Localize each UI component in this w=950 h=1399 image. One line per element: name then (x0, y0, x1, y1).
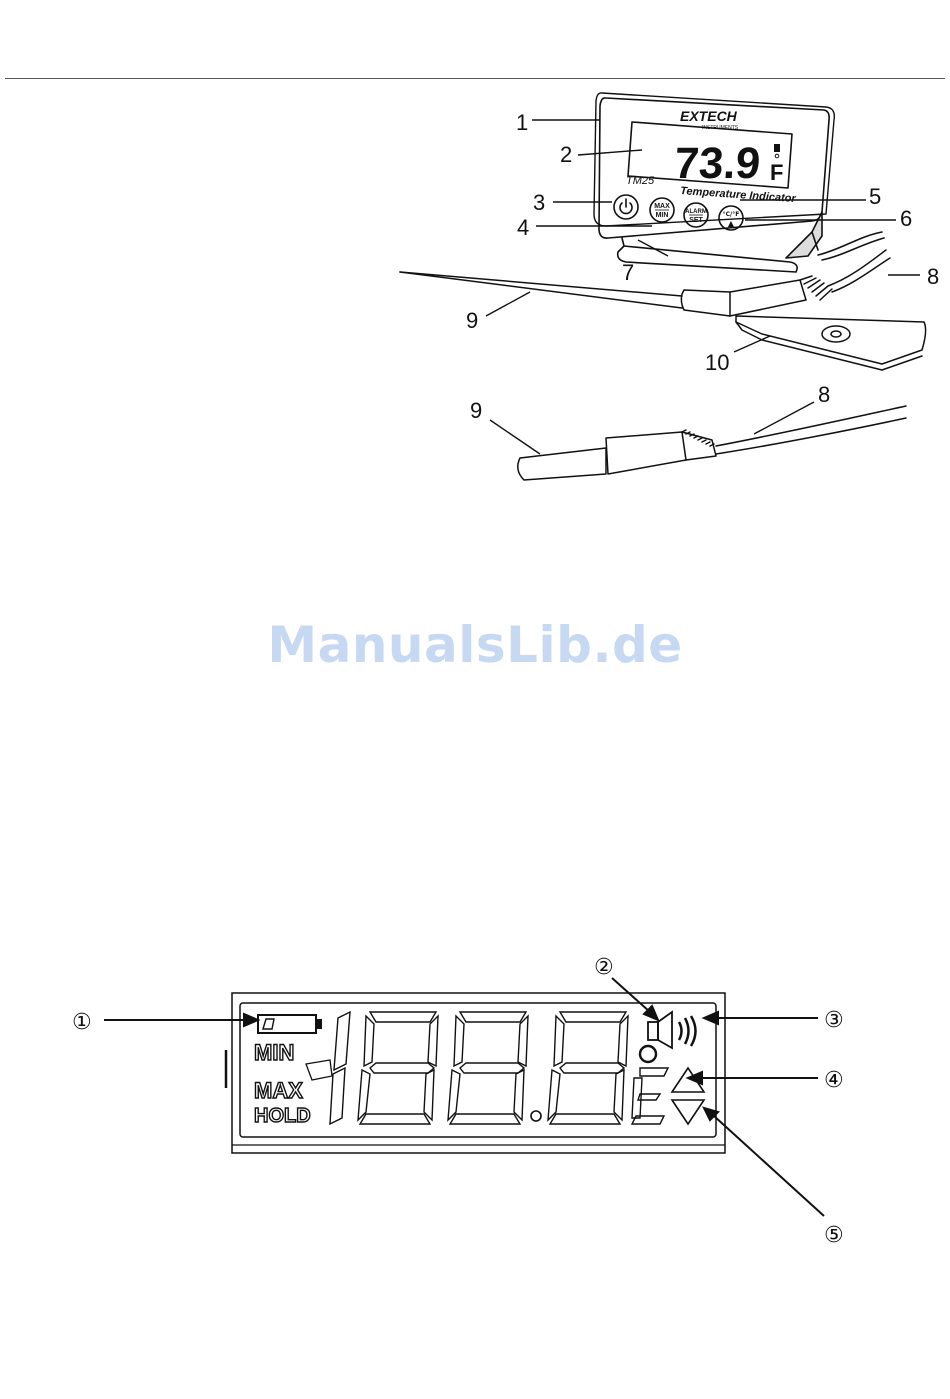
probe-shaft (400, 272, 682, 296)
callout-3: 3 (533, 190, 545, 215)
minus-segment (306, 1060, 332, 1080)
model-label: TM25 (626, 175, 655, 187)
segment (364, 1016, 374, 1066)
callout-1: 1 (516, 110, 528, 135)
seven-segment-digit-4 (548, 1012, 628, 1124)
segment (560, 1063, 624, 1073)
battery-icon (258, 1015, 321, 1033)
brand-sub: INSTRUMENTS (702, 125, 739, 131)
cable-upper (818, 232, 882, 255)
segment (454, 1016, 464, 1066)
segment (358, 1070, 370, 1120)
digit-1 (330, 1012, 350, 1124)
stand (618, 246, 797, 272)
callout-5: 5 (869, 184, 881, 209)
callout-9-lower: 9 (470, 398, 482, 423)
callout-6: 6 (900, 206, 912, 231)
segment (460, 1063, 524, 1073)
segment (518, 1016, 528, 1066)
segment (550, 1114, 620, 1124)
watermark: ManualsLib.de (0, 616, 950, 674)
alarm-down-triangle (672, 1100, 704, 1124)
segment (370, 1012, 436, 1022)
unit-toggle-label: °C/°F (723, 211, 740, 218)
segment (514, 1070, 524, 1120)
speaker-icon (648, 1012, 696, 1048)
brand-logo: EXTECH (680, 108, 738, 124)
lcd-callout-2: ② (594, 955, 614, 980)
lcd-callout-4: ④ (824, 1068, 844, 1093)
segment (560, 1012, 626, 1022)
segment (548, 1070, 560, 1120)
min-indicator: MIN (254, 1040, 294, 1065)
lcd-callout-3: ③ (824, 1008, 844, 1033)
segment (460, 1012, 526, 1022)
lower-probe (518, 406, 906, 480)
segment (424, 1070, 434, 1120)
max-label: MAX (654, 203, 670, 210)
lcd-callout-leaders (104, 978, 824, 1216)
degree-icon (640, 1046, 656, 1062)
hold-indicator: HOLD (254, 1105, 311, 1127)
segment (360, 1114, 430, 1124)
segment (618, 1016, 628, 1066)
probe-handle (681, 290, 730, 316)
segment (450, 1114, 520, 1124)
min-label: MIN (656, 212, 669, 219)
lcd-unit: F (770, 160, 783, 185)
lcd-callout-5: ⑤ (824, 1223, 844, 1248)
segment (428, 1016, 438, 1066)
meter-illustration: EXTECH INSTRUMENTS 73.9 F TM25 Temperatu… (0, 0, 950, 500)
callout-4: 4 (517, 215, 529, 240)
set-label: SET (689, 217, 703, 224)
decimal-point (531, 1111, 541, 1121)
seven-segment-digit-3 (448, 1012, 528, 1124)
unit-e-segment (632, 1068, 668, 1124)
callout-9: 9 (466, 308, 478, 333)
callout-10: 10 (705, 350, 729, 375)
up-arrow-label: ▲ (728, 219, 735, 228)
alarm-label: ALARM (685, 209, 707, 215)
lcd-inner-frame (240, 1003, 716, 1137)
seven-segment-digit-2 (358, 1012, 438, 1124)
max-indicator: MAX (254, 1078, 303, 1103)
segment (554, 1016, 564, 1066)
segment (370, 1063, 434, 1073)
lcd-outer-frame (232, 993, 725, 1153)
lcd-callout-1: ① (72, 1010, 92, 1035)
callout-8-lower: 8 (818, 382, 830, 407)
callout-8: 8 (927, 264, 939, 289)
callout-7: 7 (622, 260, 634, 285)
callout-2: 2 (560, 142, 572, 167)
segment (448, 1070, 460, 1120)
segment (614, 1070, 624, 1120)
alarm-up-triangle (672, 1068, 704, 1092)
lcd-reading: 73.9 (673, 139, 762, 188)
speaker-icon (774, 144, 780, 152)
